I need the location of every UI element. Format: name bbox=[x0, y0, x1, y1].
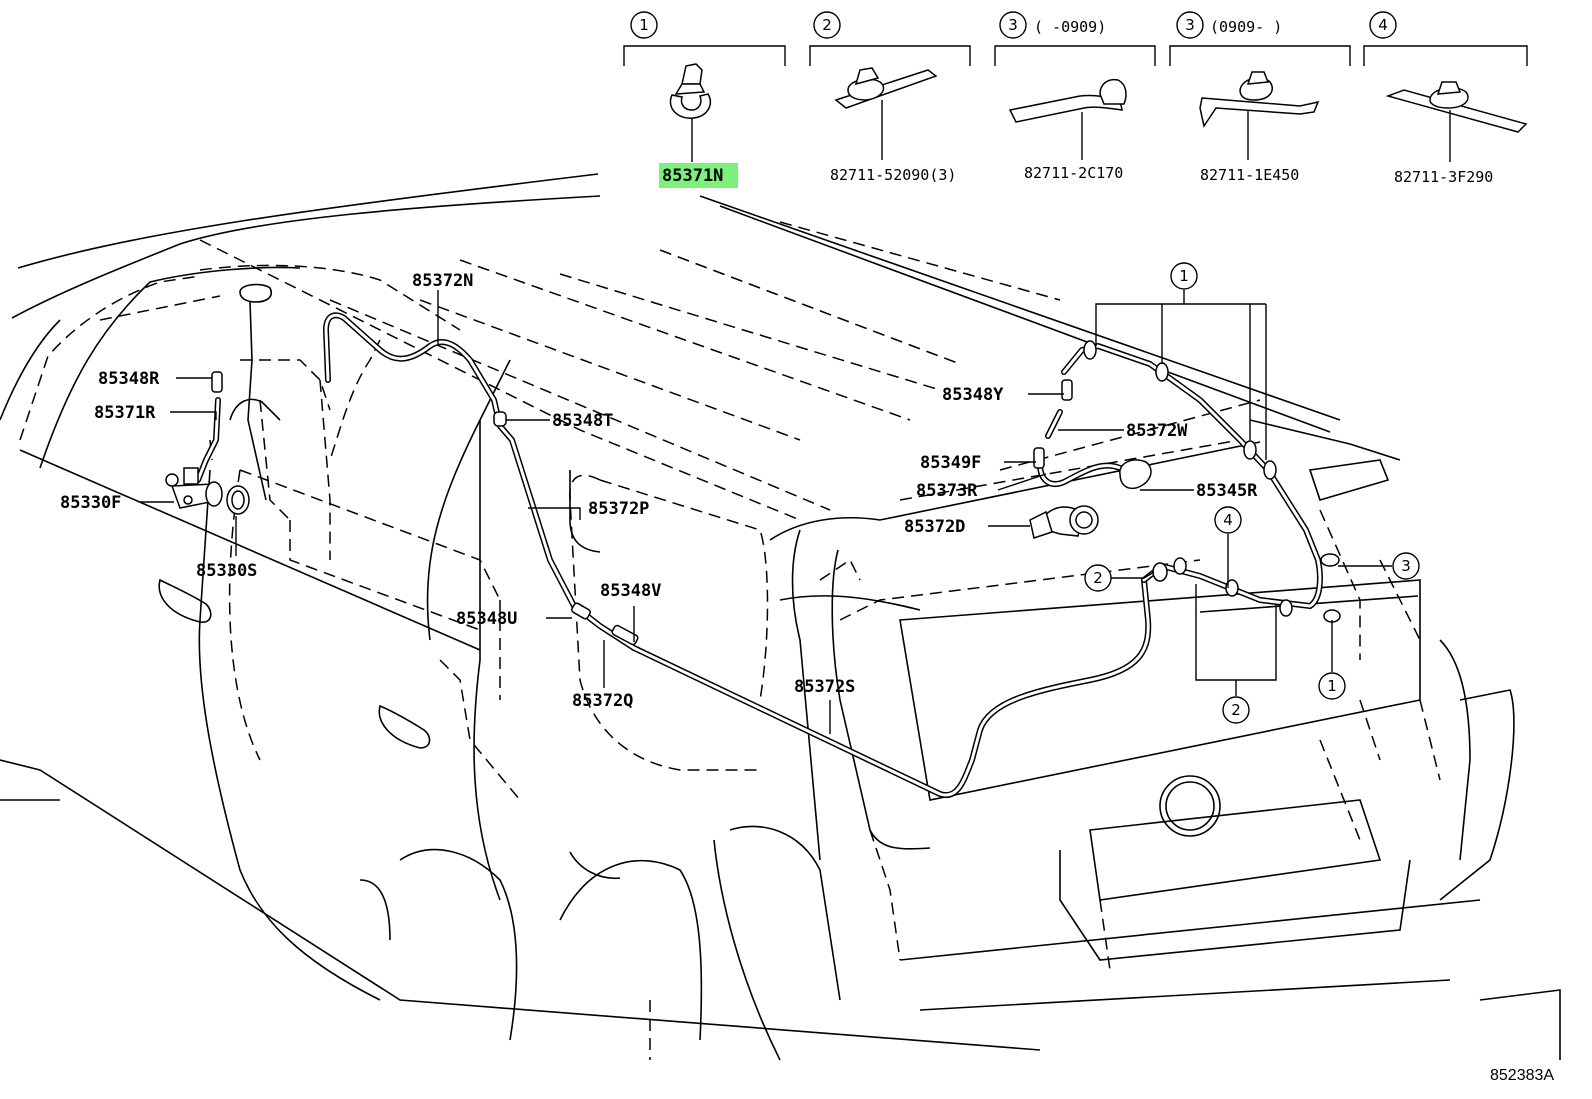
callout-2-bottom[interactable] bbox=[1222, 696, 1250, 724]
nozzle-85345R-icon bbox=[1119, 459, 1152, 490]
legend-part-3b[interactable]: 82711-1E450 bbox=[1200, 166, 1299, 184]
legend-part-2[interactable]: 82711-52090(3) bbox=[830, 166, 956, 184]
clip-82711-52090-icon bbox=[834, 67, 938, 160]
legend-callout-4 bbox=[1369, 11, 1397, 39]
connector-85348Y-icon bbox=[1061, 379, 1073, 401]
label-85348Y[interactable]: 85348Y bbox=[942, 385, 1004, 405]
callout-2-left-num: 2 bbox=[1093, 569, 1103, 587]
legend-bracket-4 bbox=[1363, 45, 1528, 66]
callout-1-top[interactable] bbox=[1170, 262, 1198, 290]
connector-85349F-icon bbox=[1033, 447, 1045, 469]
legend-item-3a[interactable]: 3 ( -0909) 82711-2C170 bbox=[994, 11, 1156, 182]
vehicle-body bbox=[0, 173, 1561, 1061]
legend-callout-3b bbox=[1176, 11, 1204, 39]
legend-note-3b: (0909- ) bbox=[1210, 18, 1282, 36]
label-85330F[interactable]: 85330F bbox=[60, 493, 121, 513]
legend-num-2: 2 bbox=[822, 16, 832, 34]
callout-3-right[interactable] bbox=[1392, 552, 1420, 580]
part-labels: 85372N 85348R 85371R 85330F 85330S 85348… bbox=[60, 271, 1258, 711]
label-85348R[interactable]: 85348R bbox=[98, 369, 160, 389]
callout-2-left[interactable] bbox=[1084, 564, 1112, 592]
legend-num-4: 4 bbox=[1378, 16, 1388, 34]
elbow-85372D-icon bbox=[1029, 505, 1099, 539]
washer-hoses bbox=[195, 312, 1323, 799]
diagram-reference: 852383A bbox=[1490, 1067, 1554, 1084]
connector-85348V-icon bbox=[611, 624, 639, 646]
legend-bracket-3a bbox=[994, 45, 1156, 66]
label-85372N[interactable]: 85372N bbox=[412, 271, 473, 291]
label-85345R[interactable]: 85345R bbox=[1196, 481, 1258, 501]
legend-item-3b[interactable]: 3 (0909- ) 82711-1E450 bbox=[1169, 11, 1351, 184]
pump-85330F-icon bbox=[165, 467, 223, 509]
legend-bracket-1 bbox=[623, 45, 786, 66]
callout-2-bottom-num: 2 bbox=[1231, 701, 1241, 719]
connector-85348R-icon bbox=[211, 371, 223, 393]
connector-85348U-icon bbox=[571, 602, 591, 620]
label-85349F[interactable]: 85349F bbox=[920, 453, 981, 473]
callout-4[interactable] bbox=[1214, 506, 1242, 534]
legend-num-3b: 3 bbox=[1185, 16, 1195, 34]
label-85372P[interactable]: 85372P bbox=[588, 499, 649, 519]
legend: 1 85371N 2 82711-52090(3) bbox=[623, 11, 1528, 188]
legend-note-3a: ( -0909) bbox=[1034, 18, 1106, 36]
label-85373R[interactable]: 85373R bbox=[916, 481, 978, 501]
legend-callout-2 bbox=[813, 11, 841, 39]
label-85330S[interactable]: 85330S bbox=[196, 561, 257, 581]
clip-82711-2C170-icon bbox=[1008, 78, 1127, 160]
legend-callout-3a bbox=[999, 11, 1027, 39]
legend-callout-1 bbox=[630, 11, 658, 39]
clip-82711-1E450-icon bbox=[1199, 71, 1320, 160]
legend-item-4[interactable]: 4 82711-3F290 bbox=[1363, 11, 1528, 186]
legend-part-4[interactable]: 82711-3F290 bbox=[1394, 168, 1493, 186]
clip-85371N-icon bbox=[669, 63, 712, 162]
vehicle-hidden-lines bbox=[19, 221, 1441, 1060]
highlight-85371N bbox=[659, 163, 738, 188]
grommet-85330S-icon bbox=[226, 485, 250, 515]
legend-num-1: 1 bbox=[639, 16, 649, 34]
callouts: 1 2 4 3 1 2 bbox=[1084, 262, 1420, 724]
legend-item-2[interactable]: 2 82711-52090(3) bbox=[809, 11, 971, 184]
connector-85348T-icon bbox=[493, 411, 507, 427]
legend-num-3a: 3 bbox=[1008, 16, 1018, 34]
legend-bracket-2 bbox=[809, 45, 971, 66]
callout-1-bottom-num: 1 bbox=[1327, 677, 1337, 695]
legend-bracket-3b bbox=[1169, 45, 1351, 66]
washer-parts bbox=[165, 371, 1152, 646]
label-85372S[interactable]: 85372S bbox=[794, 677, 855, 697]
label-85372Q[interactable]: 85372Q bbox=[572, 691, 633, 711]
clip-82711-3F290-icon bbox=[1385, 81, 1528, 162]
legend-part-3a[interactable]: 82711-2C170 bbox=[1024, 164, 1123, 182]
callout-3-right-num: 3 bbox=[1401, 557, 1411, 575]
legend-item-1[interactable]: 1 85371N bbox=[623, 11, 786, 188]
callout-1-top-num: 1 bbox=[1179, 267, 1189, 285]
label-85372D[interactable]: 85372D bbox=[904, 517, 965, 537]
label-85372W[interactable]: 85372W bbox=[1126, 421, 1188, 441]
leader-lines bbox=[140, 290, 1392, 734]
label-85348T[interactable]: 85348T bbox=[552, 411, 613, 431]
callout-4-num: 4 bbox=[1223, 511, 1233, 529]
label-85348U[interactable]: 85348U bbox=[456, 609, 517, 629]
label-85348V[interactable]: 85348V bbox=[600, 581, 661, 601]
label-85371R[interactable]: 85371R bbox=[94, 403, 156, 423]
legend-part-1[interactable]: 85371N bbox=[662, 166, 723, 186]
callout-1-bottom[interactable] bbox=[1318, 672, 1346, 700]
